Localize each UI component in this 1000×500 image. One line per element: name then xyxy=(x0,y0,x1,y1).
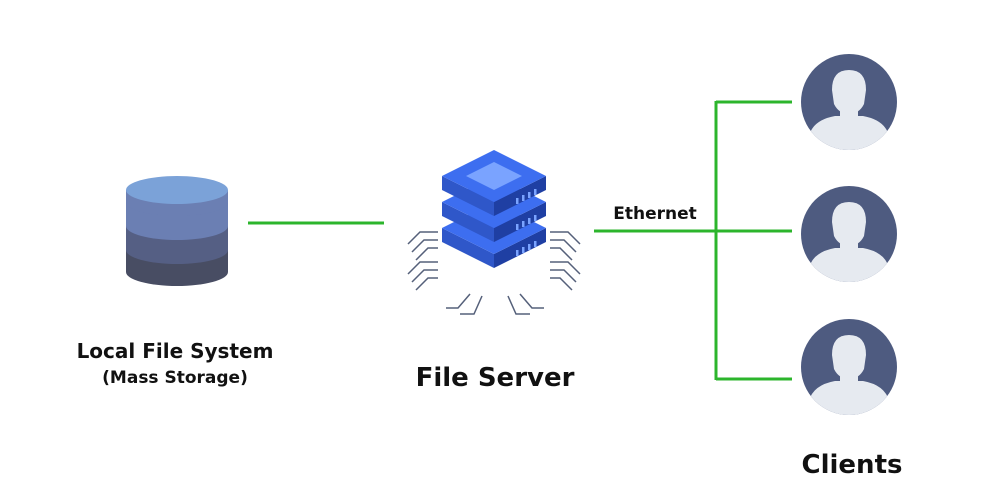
user-avatar-icon xyxy=(801,54,897,150)
circuit-trace xyxy=(415,247,438,261)
server-top-panel xyxy=(466,162,522,190)
circuit-traces xyxy=(407,231,581,315)
server-status-light xyxy=(528,244,531,250)
user-avatar-icon xyxy=(801,319,897,415)
avatar-figure xyxy=(809,70,889,150)
circuit-trace xyxy=(550,239,577,253)
server-status-light xyxy=(522,221,525,227)
circuit-trace xyxy=(415,277,438,291)
avatar-head xyxy=(832,202,866,246)
server-status-light xyxy=(534,241,537,247)
circuit-trace xyxy=(550,269,577,283)
server-status-light xyxy=(516,250,519,256)
circuit-trace xyxy=(507,295,530,315)
clients-label: Clients xyxy=(801,450,903,480)
circuit-trace xyxy=(460,295,483,315)
server-unit-right-face xyxy=(494,202,546,242)
avatar-head xyxy=(832,335,866,379)
server-unit-left-face xyxy=(442,202,494,242)
avatar-shoulders xyxy=(809,381,889,415)
user-avatar-icon xyxy=(801,186,897,282)
server-rack-icon xyxy=(407,150,581,315)
server-status-light xyxy=(522,247,525,253)
circuit-trace xyxy=(519,293,544,309)
server-unit-right-face xyxy=(494,176,546,216)
circuit-trace xyxy=(407,261,438,275)
server-status-light xyxy=(528,192,531,198)
mass-storage-label: (Mass Storage) xyxy=(102,368,248,388)
avatar-shoulders xyxy=(809,248,889,282)
circuit-trace xyxy=(550,231,581,245)
circuit-trace xyxy=(550,261,581,275)
file-server-label: File Server xyxy=(415,363,575,393)
local-file-system-label: Local File System xyxy=(76,339,274,363)
server-unit-left-face xyxy=(442,228,494,268)
server-unit-right-face xyxy=(494,228,546,268)
server-status-light xyxy=(534,189,537,195)
clients-group xyxy=(801,54,897,415)
ethernet-label: Ethernet xyxy=(613,204,697,224)
circuit-trace xyxy=(446,293,471,309)
circuit-trace xyxy=(407,231,438,245)
avatar-head xyxy=(832,70,866,114)
avatar-figure xyxy=(809,202,889,282)
circuit-trace xyxy=(411,269,438,283)
connectors xyxy=(248,100,792,381)
server-status-light xyxy=(522,195,525,201)
server-units xyxy=(442,150,546,268)
avatar-shoulders xyxy=(809,116,889,150)
server-status-light xyxy=(528,218,531,224)
avatar-figure xyxy=(809,335,889,415)
server-status-light xyxy=(534,215,537,221)
server-status-light xyxy=(516,224,519,230)
database-icon xyxy=(126,176,228,286)
circuit-trace xyxy=(550,247,573,261)
server-status-light xyxy=(516,198,519,204)
server-unit-left-face xyxy=(442,176,494,216)
db-top xyxy=(126,176,228,204)
circuit-trace xyxy=(411,239,438,253)
circuit-trace xyxy=(550,277,573,291)
